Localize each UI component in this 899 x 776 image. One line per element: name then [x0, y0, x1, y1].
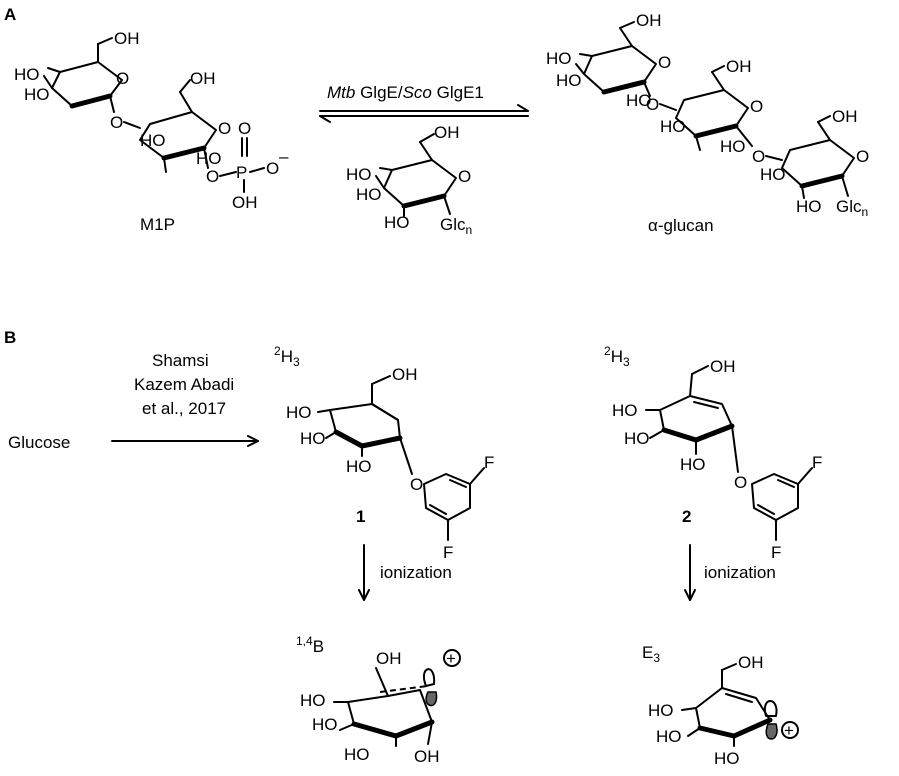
svg-text:HO: HO — [286, 403, 312, 422]
aglucan-ring-2: OH O HO HO O — [659, 57, 765, 166]
svg-text:OH: OH — [832, 107, 858, 126]
svg-text:O: O — [116, 69, 129, 88]
svg-text:OH: OH — [232, 193, 258, 212]
boat-label: 1,4B — [296, 634, 324, 656]
svg-text:OH: OH — [636, 11, 662, 30]
acceptor-glucan: OH O HO HO HO Glcn — [346, 123, 472, 237]
svg-text:OH: OH — [114, 29, 140, 48]
svg-text:Glcn: Glcn — [836, 197, 868, 219]
panel-a-label: A — [4, 5, 16, 24]
svg-text:HO: HO — [624, 429, 650, 448]
svg-text:HO: HO — [660, 117, 686, 136]
svg-text:HO: HO — [384, 213, 410, 232]
svg-text:O: O — [410, 475, 423, 494]
svg-text:F: F — [484, 453, 494, 472]
svg-text:HO: HO — [300, 691, 326, 710]
envelope-label: E3 — [642, 643, 660, 665]
svg-text:HO: HO — [346, 457, 372, 476]
svg-text:O: O — [752, 147, 765, 166]
svg-text:O: O — [110, 113, 123, 132]
svg-text:HO: HO — [312, 715, 338, 734]
svg-text:O: O — [458, 167, 471, 186]
svg-text:O: O — [646, 95, 659, 114]
svg-text:HO: HO — [344, 745, 370, 764]
svg-text:HO: HO — [760, 165, 786, 184]
svg-text:OH: OH — [414, 747, 440, 766]
svg-text:HO: HO — [656, 727, 682, 746]
svg-text:OH: OH — [738, 653, 764, 672]
compound-2-label: 2 — [682, 507, 691, 526]
svg-text:F: F — [812, 453, 822, 472]
svg-text:HO: HO — [612, 401, 638, 420]
reference-line-3: et al., 2017 — [142, 399, 226, 418]
svg-text:OH: OH — [190, 69, 216, 88]
m1p-ring-1: OH HO HO O O — [14, 29, 140, 132]
svg-text:HO: HO — [680, 455, 706, 474]
svg-text:HO: HO — [626, 91, 652, 110]
svg-text:HO: HO — [720, 137, 746, 156]
compound-1-structure: OH HO HO HO O F F — [286, 365, 494, 562]
conformation-label-2: 2H3 — [604, 344, 630, 369]
svg-text:O: O — [206, 167, 219, 186]
svg-text:OH: OH — [392, 365, 418, 384]
svg-text:F: F — [771, 543, 781, 562]
svg-text:HO: HO — [546, 49, 572, 68]
svg-text:HO: HO — [356, 185, 382, 204]
svg-text:HO: HO — [648, 701, 674, 720]
reference-line-2: Kazem Abadi — [134, 375, 234, 394]
boat-intermediate: + OH HO HO HO OH — [300, 649, 461, 766]
svg-text:OH: OH — [376, 649, 402, 668]
svg-text:HO: HO — [140, 131, 166, 150]
svg-text:OH: OH — [434, 123, 460, 142]
m1p-ring-2: OH O HO HO O — [123, 69, 231, 186]
aglucan-name: α-glucan — [648, 216, 714, 235]
svg-text:HO: HO — [24, 85, 50, 104]
svg-text:HO: HO — [796, 197, 822, 216]
svg-text:HO: HO — [196, 149, 222, 168]
compound-2-structure: OH HO HO HO O F F — [612, 357, 822, 562]
svg-text:O: O — [218, 119, 231, 138]
svg-text:OH: OH — [710, 357, 736, 376]
ionization-label-1: ionization — [380, 563, 452, 582]
svg-text:HO: HO — [714, 749, 740, 768]
enzyme-label: Mtb GlgE/Sco GlgE1 — [327, 83, 484, 102]
svg-text:O: O — [734, 473, 747, 492]
svg-text:OH: OH — [726, 57, 752, 76]
svg-text:HO: HO — [556, 71, 582, 90]
compound-1-label: 1 — [356, 507, 365, 526]
svg-text:O: O — [750, 97, 763, 116]
aglucan-ring-1: OH O HO HO HO O — [546, 11, 671, 114]
svg-text:Glcn: Glcn — [440, 215, 472, 237]
svg-text:O: O — [658, 53, 671, 72]
envelope-intermediate: + OH HO HO HO — [648, 653, 799, 768]
svg-text:HO: HO — [346, 165, 372, 184]
phosphate-group: P O O – OH — [219, 119, 289, 212]
svg-text:+: + — [446, 649, 456, 668]
aglucan-ring-3: OH O HO HO Glcn — [760, 107, 869, 219]
svg-text:O: O — [266, 159, 279, 178]
equilibrium-arrows — [319, 104, 529, 123]
panel-b-label: B — [4, 328, 16, 347]
svg-text:HO: HO — [300, 429, 326, 448]
reference-line-1: Shamsi — [152, 351, 209, 370]
svg-text:O: O — [856, 147, 869, 166]
start-material: Glucose — [8, 433, 70, 452]
svg-text:F: F — [443, 543, 453, 562]
m1p-name: M1P — [140, 215, 175, 234]
svg-text:+: + — [784, 721, 794, 740]
svg-text:P: P — [236, 163, 247, 182]
conformation-label-1: 2H3 — [274, 344, 300, 369]
svg-text:O: O — [238, 119, 251, 138]
ionization-label-2: ionization — [704, 563, 776, 582]
svg-text:HO: HO — [14, 65, 40, 84]
svg-text:–: – — [279, 147, 289, 166]
